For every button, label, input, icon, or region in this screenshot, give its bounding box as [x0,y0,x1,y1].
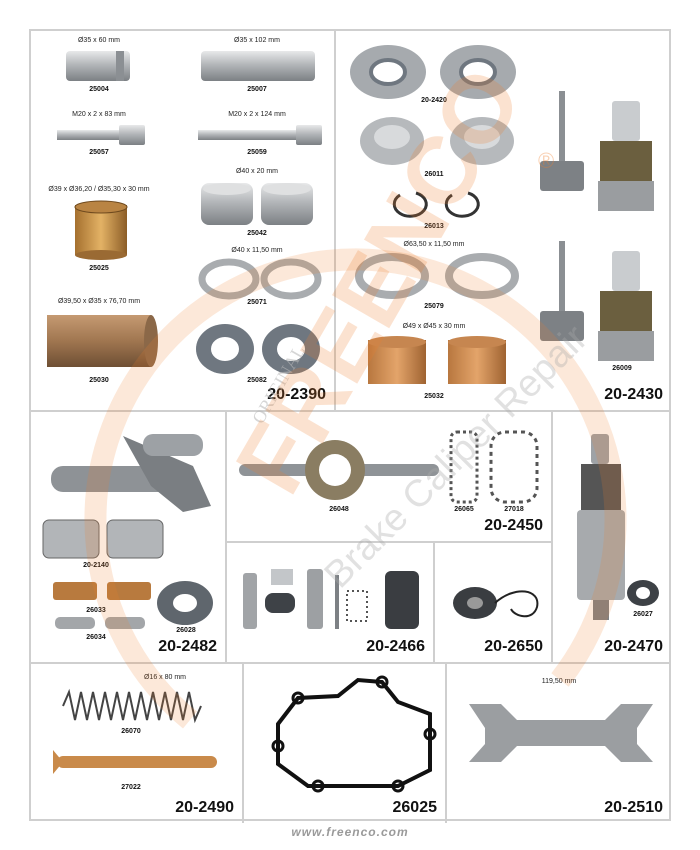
repair-parts-set [243,569,419,629]
rings-25079 [355,253,519,299]
pin-25007 [201,51,315,81]
item-code: 25071 [247,299,267,306]
item-spec: Ø40 x 20 mm [235,168,279,175]
bushing-25025 [74,200,128,260]
catalog-sheet: Ø35 x 60 mm 25004 Ø35 x 102 mm 25007 M20… [29,29,671,823]
bolt-25057 [57,125,145,145]
bearings-20-2140 [42,519,164,559]
item-spec: Ø63,50 x 11,50 mm [403,241,465,248]
kit-number: 20-2482 [158,638,217,655]
panel-20-2450: 26048 26065 27018 20-2450 [227,412,553,543]
kit-number: 20-2490 [175,799,234,816]
kit-number: 20-2470 [604,638,663,655]
item-spec: M20 x 2 x 83 mm [72,111,126,118]
item-code: 26033 [86,607,106,614]
tube-25030 [47,315,158,367]
caps-26011 [360,117,514,165]
item-code: 25079 [424,303,444,310]
item-spec: Ø35 x 102 mm [234,37,280,44]
spring-26065 [449,430,479,504]
adjuster-assembly [577,434,625,620]
item-code: 25057 [89,149,109,156]
item-code: 26013 [424,223,444,230]
split-pin-27022 [53,750,217,774]
adjusters-26009 [540,91,654,361]
kit-number: 20-2466 [366,638,425,655]
seal-26027 [627,580,659,606]
spring-27018 [489,430,539,504]
gasket-26025 [271,675,437,793]
gear-wrench-26048 [239,440,439,500]
bolt-25059 [198,125,322,145]
item-spec: Ø35 x 60 mm [77,37,121,44]
item-code: 25082 [247,377,267,384]
item-code: 27022 [121,784,141,791]
sensor-spring [453,587,539,619]
clips-26033 [53,582,151,600]
panel-20-2466: 20-2466 [227,543,435,664]
item-code: 26065 [454,506,474,513]
item-spec: M20 x 2 x 124 mm [228,111,286,118]
panel-20-2430: 20-2420 26011 26013 Ø63,50 x 11,50 mm 25… [336,31,671,412]
item-code: 25042 [247,230,267,237]
panel-20-2390: Ø35 x 60 mm 25004 Ø35 x 102 mm 25007 M20… [31,31,336,412]
kit-number: 20-2390 [267,386,326,403]
panel-20-2650: 20-2650 [435,543,553,664]
caps-25042 [201,183,313,225]
kit-number: 20-2650 [484,638,543,655]
item-spec: Ø49 x Ø45 x 30 mm [402,323,466,330]
item-code: 25004 [89,86,109,93]
pin-25004 [66,51,130,81]
panel-20-2482: 20-2140 26033 26034 26028 20-2482 [31,412,227,664]
shims-20-2420 [350,45,516,99]
item-code: 26034 [86,634,106,641]
spring-26070 [62,688,202,724]
kit-number: 20-2430 [604,386,663,403]
item-code: 26070 [121,728,141,735]
rings-25071 [198,258,322,300]
pins-26034 [55,617,145,629]
item-code: 20-2140 [83,562,109,569]
item-code: 27018 [504,506,524,513]
item-code: 26011 [424,171,444,178]
item-code: 25007 [247,86,267,93]
bushings-25032 [368,336,506,384]
item-code: 25059 [247,149,267,156]
item-spec: Ø39 x Ø36,20 / Ø35,30 x 30 mm [48,186,150,193]
circlips-26013 [392,191,480,218]
item-code: 20-2420 [421,97,447,104]
seals-25082 [196,324,320,374]
item-spec: Ø40 x 11,50 mm [231,247,283,254]
panel-20-2490: Ø16 x 80 mm 26070 27022 20-2490 [31,664,244,823]
lever-shaft [51,434,211,512]
wrench [469,704,653,762]
panel-20-2470: 26027 20-2470 [553,412,671,664]
panel-20-2510: 119,50 mm 20-2510 [447,664,671,823]
seal-26028 [157,581,213,625]
kit-number: 26025 [392,799,438,816]
item-code: 26028 [176,627,196,634]
item-code: 26048 [329,506,349,513]
item-spec: Ø39,50 x Ø35 x 76,70 mm [57,298,141,305]
footer-url[interactable]: www.freenco.com [291,825,409,839]
item-code: 25032 [424,393,444,400]
item-code: 26027 [633,611,653,618]
item-spec: Ø16 x 80 mm [143,674,187,681]
item-code: 25025 [89,265,109,272]
item-code: 25030 [89,377,109,384]
panel-26025: 26025 [244,664,447,823]
kit-number: 20-2510 [604,799,663,816]
item-code: 26009 [612,365,632,372]
item-spec: 119,50 mm [541,678,577,685]
kit-number: 20-2450 [484,517,543,534]
